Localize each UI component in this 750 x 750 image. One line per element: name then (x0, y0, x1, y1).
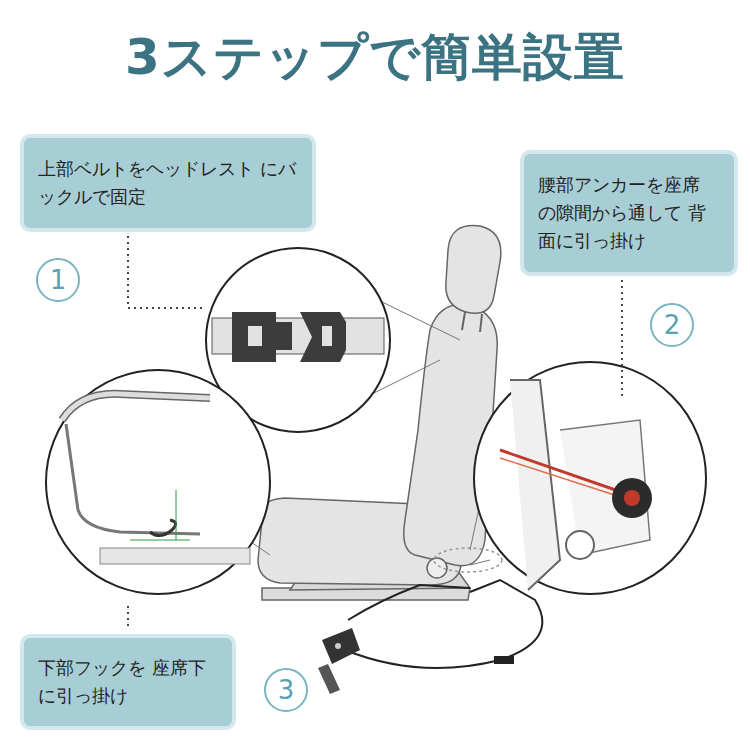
hook-detail (46, 370, 270, 594)
leader-line (128, 236, 622, 630)
callout-box: 上部ベルトをヘッドレスト にバックルで固定 (20, 134, 316, 232)
anchor-detail (474, 362, 706, 594)
callout-text: 下部フックを 座席下に引っ掛け (38, 654, 218, 710)
callout-number: 1 (36, 258, 80, 302)
callout-number: 2 (650, 303, 694, 347)
callout-box: 腰部アンカーを座席 の隙間から通して 背面に引っ掛け (520, 150, 738, 276)
car-charger (318, 580, 542, 694)
callout-box: 下部フックを 座席下に引っ掛け (20, 634, 236, 730)
callout-text: 上部ベルトをヘッドレスト にバックルで固定 (38, 155, 298, 211)
callout-number: 3 (264, 668, 308, 712)
callout-text: 腰部アンカーを座席 の隙間から通して 背面に引っ掛け (538, 171, 720, 255)
title-text: 3ステップで簡単設置 (0, 24, 750, 91)
